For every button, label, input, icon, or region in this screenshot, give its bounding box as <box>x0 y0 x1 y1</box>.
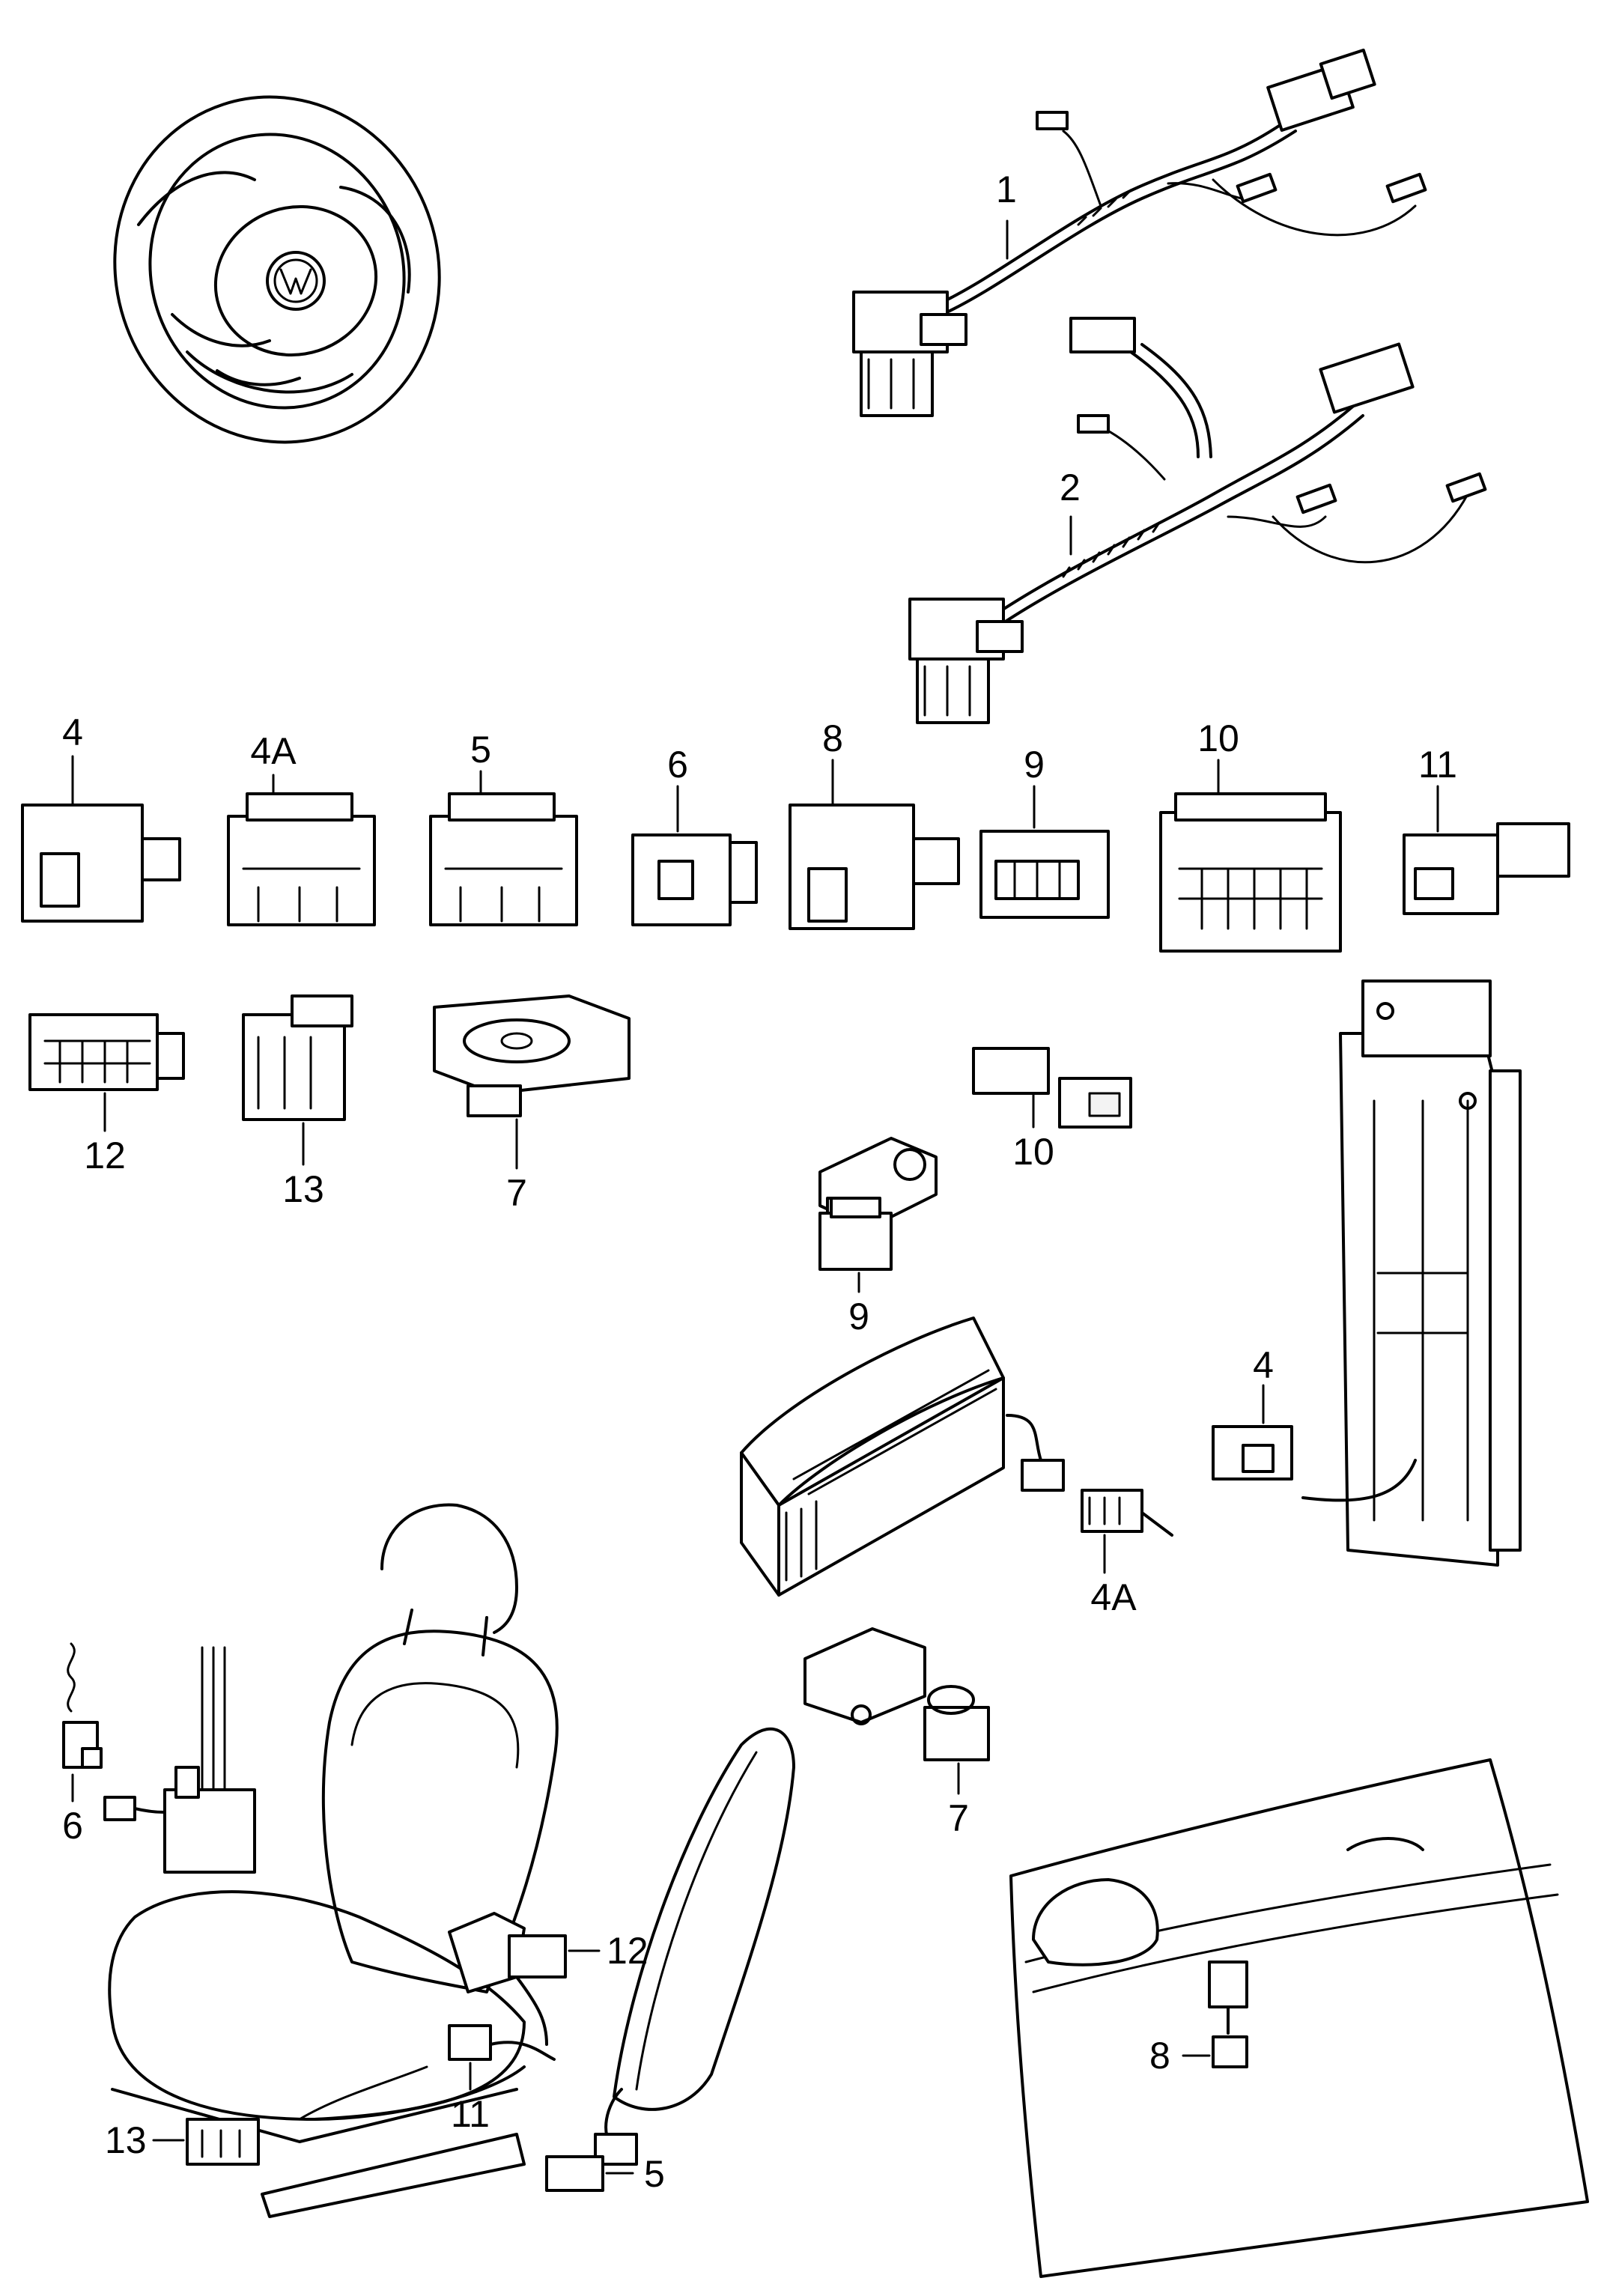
callout-8-top: 8 <box>822 717 843 759</box>
wiring-harness-1 <box>852 48 1427 417</box>
callout-1: 1 <box>996 168 1017 210</box>
callout-5-seat: 5 <box>644 2153 665 2195</box>
steering-wheel <box>113 95 441 444</box>
side-airbag-rail <box>1212 980 1522 1567</box>
belt-buckle-12 <box>448 1912 601 2046</box>
callout-7-mid: 7 <box>506 1172 527 1214</box>
callout-10-mid: 10 <box>1012 1131 1054 1173</box>
wiring-harness-2 <box>908 317 1487 724</box>
callout-9-top: 9 <box>1024 744 1045 786</box>
callout-11-top: 11 <box>1418 744 1457 786</box>
connector-9-top <box>979 785 1110 919</box>
callout-6-top: 6 <box>667 744 688 786</box>
callout-4a-mid: 4A <box>1090 1576 1137 1618</box>
seat-connector-11 <box>448 2024 556 2091</box>
connector-9-mid <box>818 1197 893 1293</box>
callout-9-mid: 9 <box>848 1296 869 1337</box>
callout-4-top: 4 <box>62 711 83 753</box>
callout-12-mid: 12 <box>84 1135 126 1176</box>
connector-5-top <box>429 770 578 926</box>
callout-5-top: 5 <box>470 729 491 771</box>
callout-12-seat: 12 <box>607 1930 648 1972</box>
callout-4a-top: 4A <box>250 730 297 772</box>
connector-4a-top <box>227 774 376 926</box>
callout-8-door: 8 <box>1149 2035 1170 2077</box>
connector-4-top <box>21 755 181 923</box>
seatbelt-retractor <box>103 1766 256 1874</box>
seatbelt-sensor-6 <box>62 1642 103 1803</box>
clockspring-7-low <box>803 1627 990 1795</box>
connector-11-top <box>1403 785 1570 915</box>
callout-11-seat: 11 <box>451 2093 490 2135</box>
connector-8-top <box>789 759 960 930</box>
seat-connector-13 <box>152 2118 260 2166</box>
callout-2: 2 <box>1060 467 1081 508</box>
seat-side-airbag <box>545 1727 795 2192</box>
callout-10-top: 10 <box>1197 717 1239 759</box>
callout-4-mid: 4 <box>1253 1344 1274 1386</box>
callout-6-seat: 6 <box>62 1805 83 1847</box>
front-seat <box>108 1503 559 2218</box>
callout-13-mid: 13 <box>282 1168 324 1210</box>
connector-6-top <box>631 785 758 926</box>
connector-13-mid <box>242 994 353 1166</box>
clockspring-7-mid <box>433 994 631 1170</box>
callout-7-low: 7 <box>948 1797 969 1839</box>
front-door <box>1009 1758 1589 2278</box>
passenger-airbag-module <box>740 1316 1173 1597</box>
connector-12-mid <box>28 1013 185 1132</box>
callout-13-seat: 13 <box>105 2119 147 2161</box>
switch-10-mid <box>972 1047 1132 1129</box>
connector-10-top <box>1159 759 1342 953</box>
